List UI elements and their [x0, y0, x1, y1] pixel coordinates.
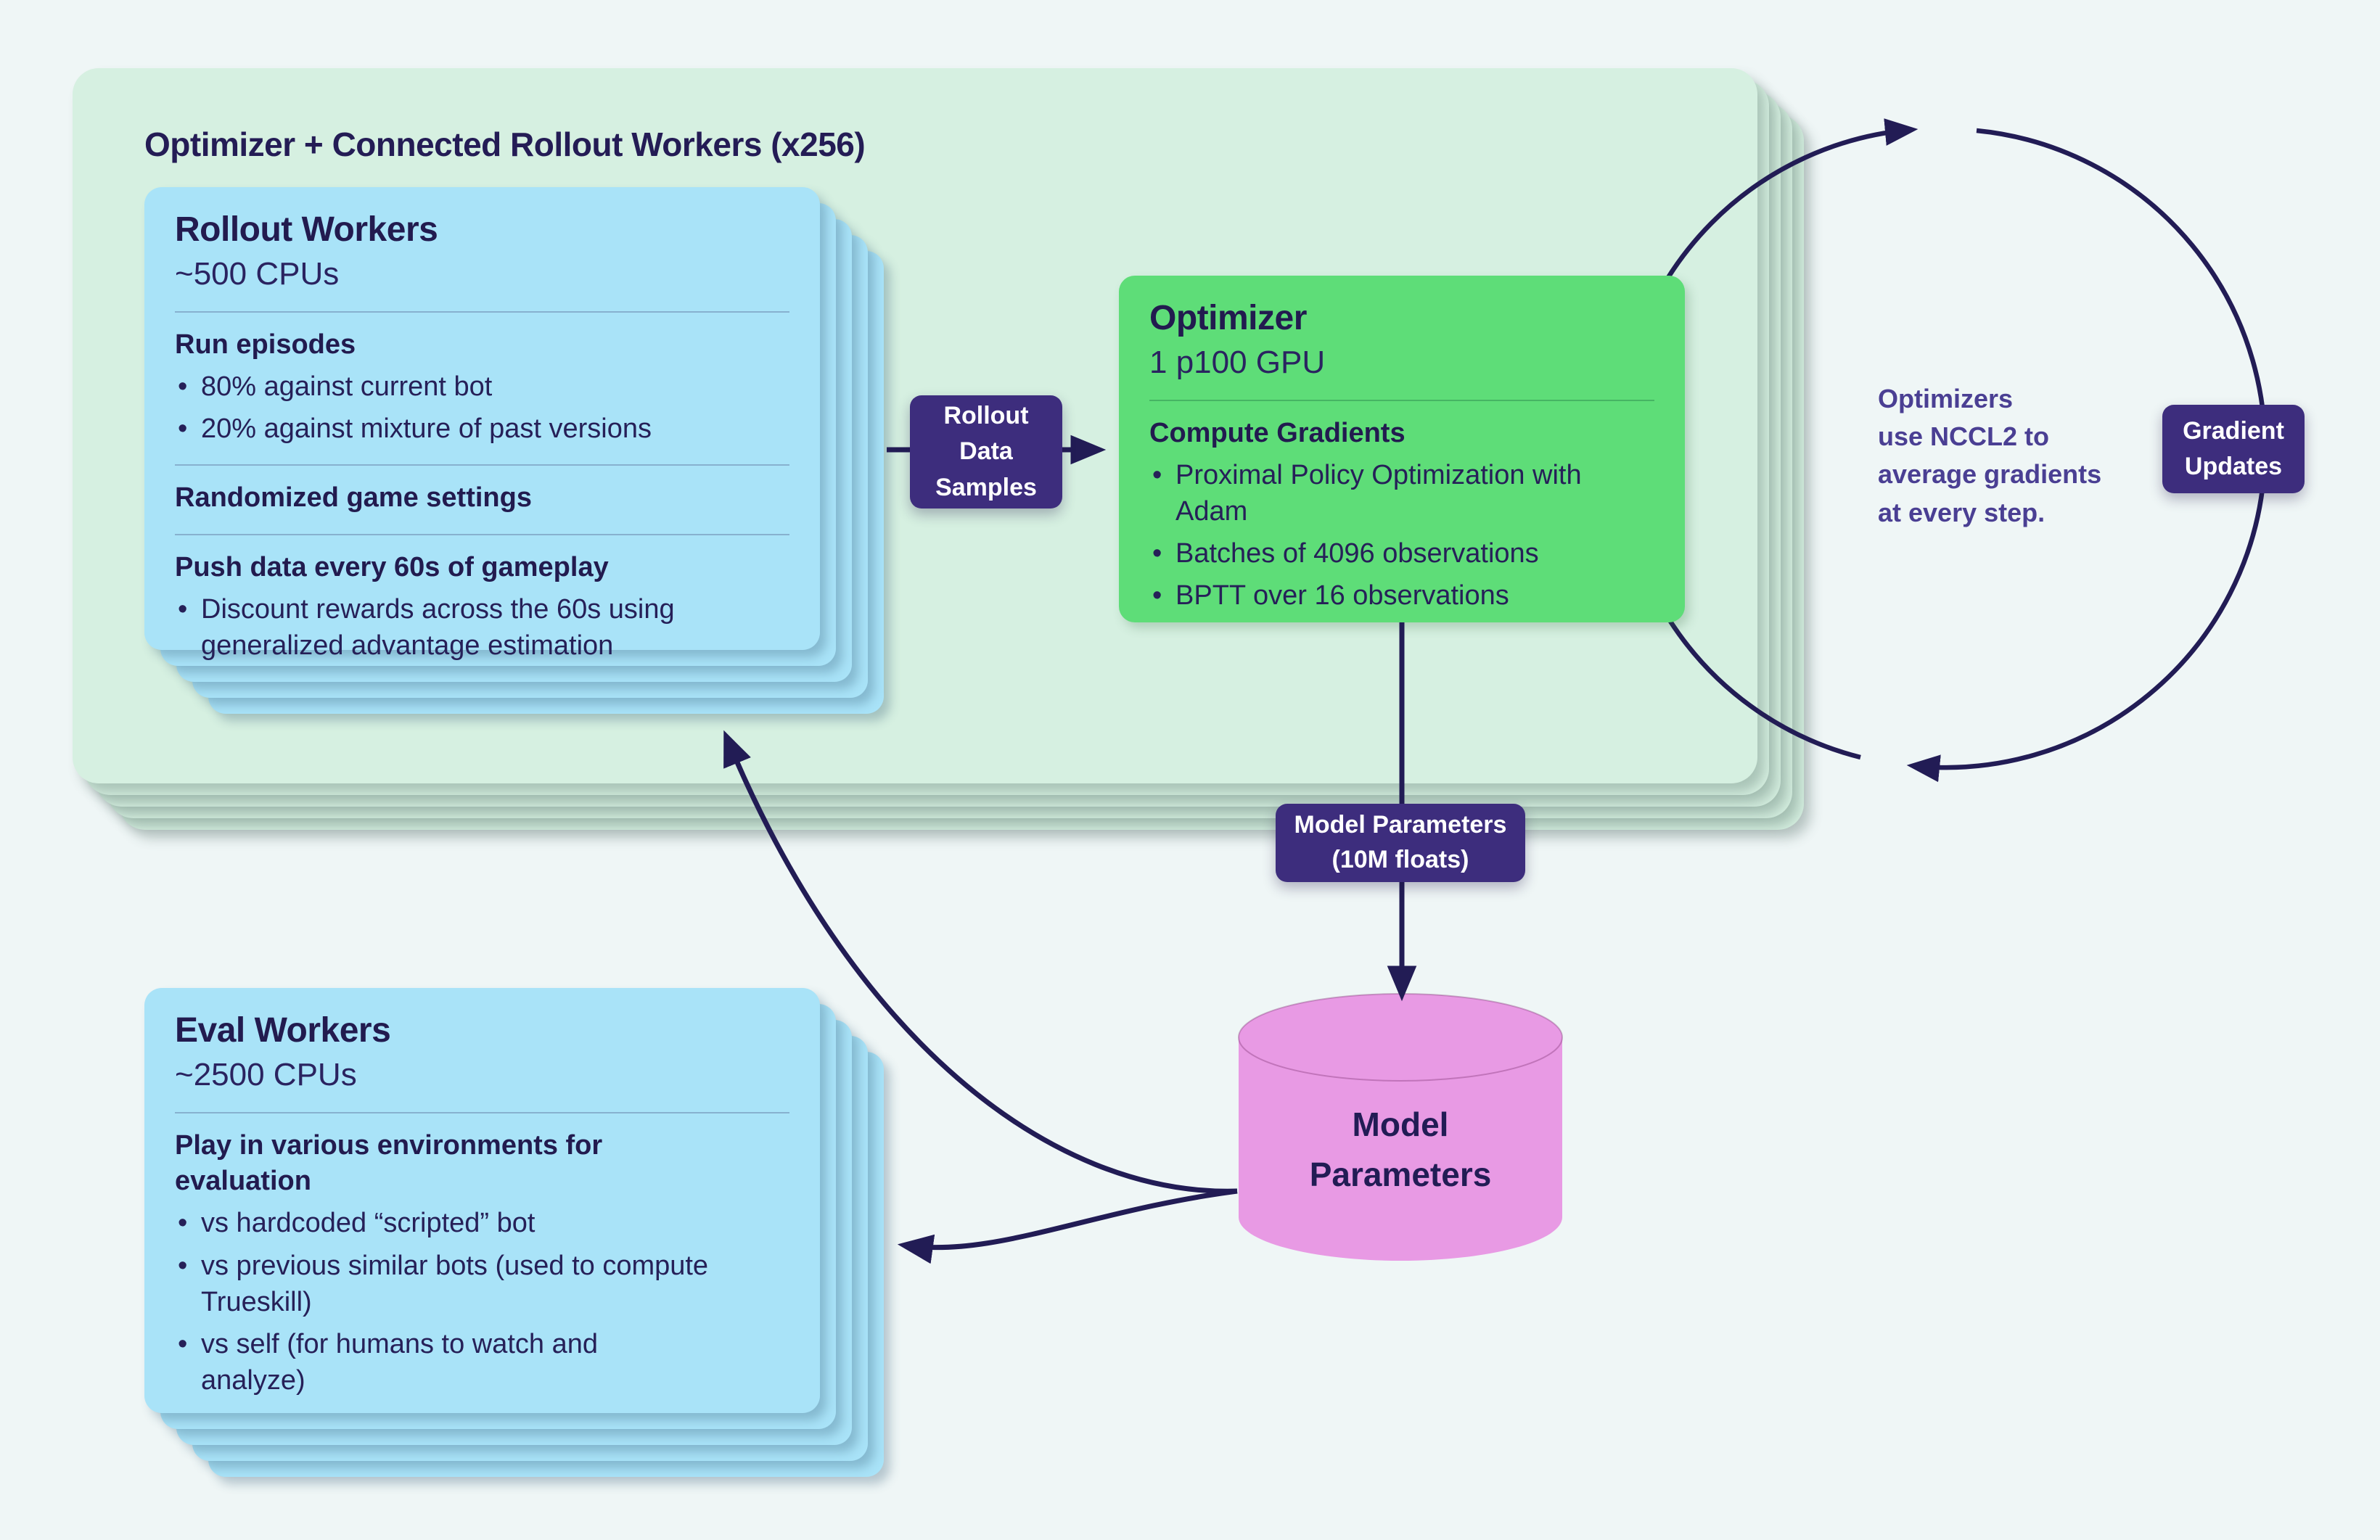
- cylinder-label-line: Parameters: [1309, 1156, 1492, 1193]
- optimizer-card-title: Optimizer: [1149, 299, 1307, 337]
- eval-card-title: Eval Workers: [175, 1011, 391, 1050]
- annotation-line: Optimizers: [1878, 384, 2014, 413]
- badge-line: Rollout: [943, 402, 1029, 430]
- rollout-workers-card-content: Rollout Workers ~500 CPUs Run episodes 8…: [144, 187, 820, 661]
- section-heading: Push data every 60s of gameplay: [175, 551, 609, 582]
- divider: [175, 310, 789, 313]
- bullet-item: 20% against mixture of past versions: [175, 411, 789, 447]
- bullet-item: vs previous similar bots (used to comput…: [175, 1248, 709, 1320]
- section-heading: Compute Gradients: [1149, 417, 1406, 448]
- badge-line: (10M floats): [1331, 846, 1469, 873]
- rollout-data-samples-badge: Rollout Data Samples: [910, 395, 1062, 508]
- bullet-item: BPTT over 16 observations: [1149, 577, 1633, 614]
- divider: [175, 1111, 789, 1113]
- bullet-item: vs self (for humans to watch and analyze…: [175, 1326, 709, 1399]
- bullet-item: vs hardcoded “scripted” bot: [175, 1205, 709, 1241]
- nccl2-annotation: Optimizers use NCCL2 to average gradient…: [1878, 380, 2101, 532]
- badge-line: Updates: [2184, 453, 2283, 480]
- eval-card-subtitle: ~2500 CPUs: [175, 1056, 357, 1092]
- model-parameters-badge: Model Parameters (10M floats): [1276, 804, 1525, 882]
- divider: [1149, 399, 1654, 401]
- badge-line: Gradient: [2183, 416, 2284, 445]
- bullet-item: Proximal Policy Optimization with Adam: [1149, 457, 1633, 530]
- annotation-line: use NCCL2 to: [1878, 421, 2050, 452]
- section-heading: Play in various environments for evaluat…: [175, 1129, 603, 1196]
- annotation-line: average gradients: [1878, 459, 2102, 490]
- annotation-line: at every step.: [1878, 497, 2045, 527]
- gradient-updates-badge: Gradient Updates: [2162, 405, 2305, 493]
- badge-line: Model Parameters: [1294, 811, 1507, 839]
- cylinder-label-line: Model: [1352, 1105, 1449, 1143]
- badge-line: Samples: [935, 473, 1037, 501]
- divider: [175, 464, 789, 466]
- divider: [175, 533, 789, 535]
- bullet-item: 80% against current bot: [175, 368, 789, 405]
- rollout-card-title: Rollout Workers: [175, 210, 438, 249]
- diagram-title: Optimizer + Connected Rollout Workers (x…: [144, 125, 866, 163]
- badge-line: Data: [959, 437, 1013, 466]
- bullet-item: Batches of 4096 observations: [1149, 535, 1633, 572]
- cylinder-label: Model Parameters: [1237, 1037, 1564, 1262]
- section-heading: Run episodes: [175, 329, 356, 360]
- optimizer-card-content: Optimizer 1 p100 GPU Compute Gradients P…: [1119, 276, 1685, 622]
- section-heading: Randomized game settings: [175, 482, 532, 514]
- model-parameters-store: Model Parameters: [1237, 992, 1564, 1262]
- optimizer-card-subtitle: 1 p100 GPU: [1149, 344, 1326, 380]
- rollout-card-subtitle: ~500 CPUs: [175, 255, 340, 292]
- bullet-item: Discount rewards across the 60s using ge…: [175, 591, 781, 664]
- eval-workers-card-content: Eval Workers ~2500 CPUs Play in various …: [144, 988, 820, 1413]
- cylinder-shape: [1238, 993, 1563, 1261]
